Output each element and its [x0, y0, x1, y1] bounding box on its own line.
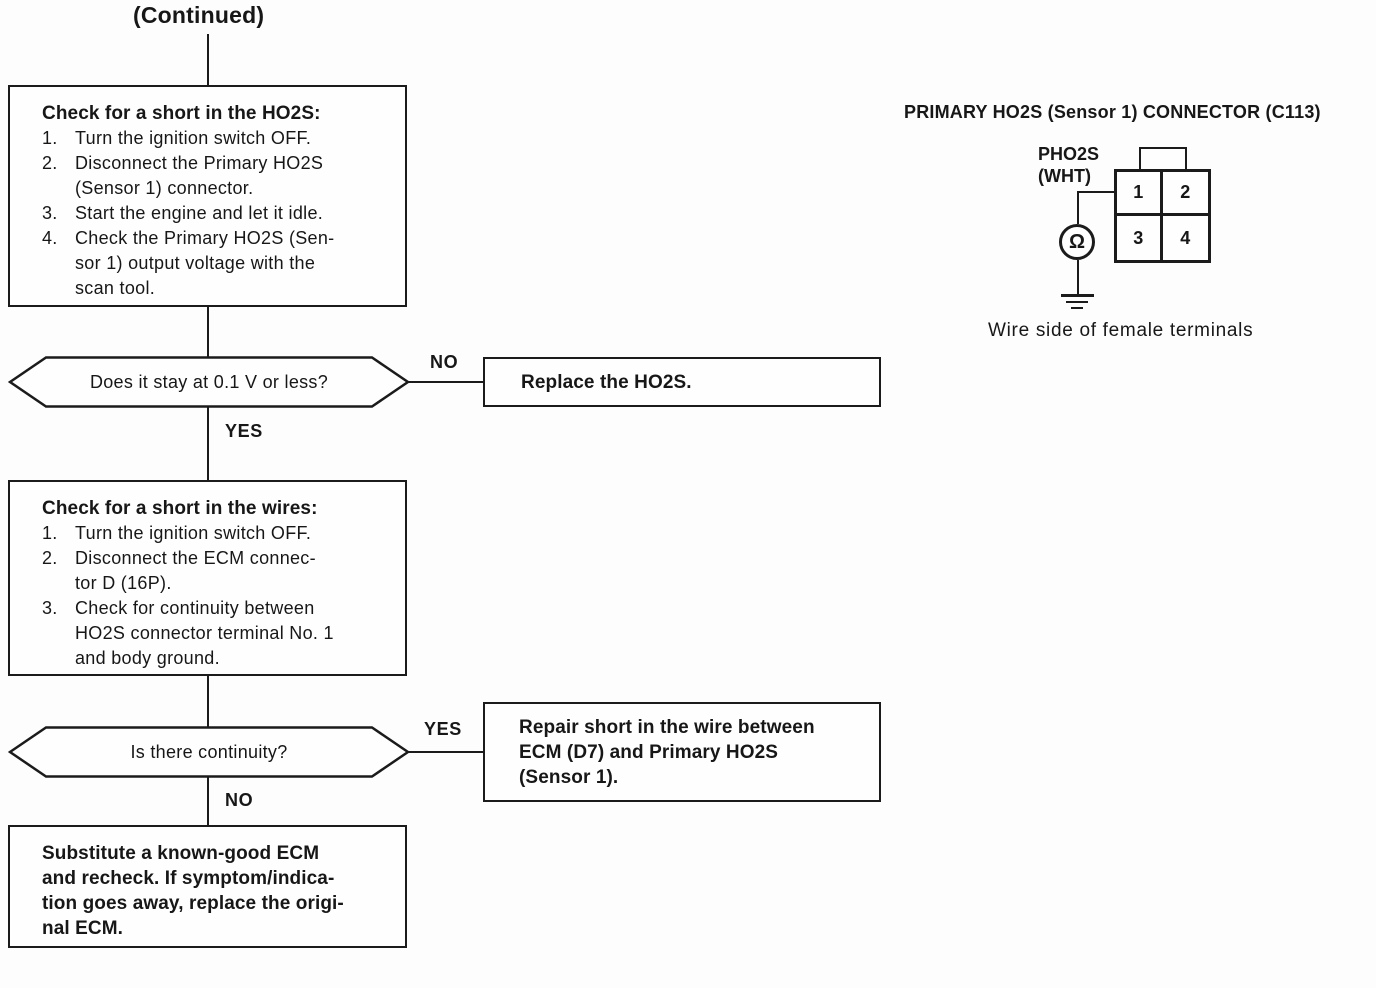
- list-item: 2. Disconnect the ECM connec- tor D (16P…: [42, 548, 316, 593]
- terminal-cell-4: 4: [1180, 227, 1191, 248]
- hexagon-shape: [8, 356, 410, 408]
- flow-line-box1-to-decision1: [207, 307, 209, 357]
- flow-line-yes-branch: [408, 751, 483, 753]
- list-item: 4. Check the Primary HO2S (Sen- sor 1) o…: [42, 228, 335, 298]
- decision-voltage-question: Does it stay at 0.1 V or less?: [89, 371, 329, 392]
- connector-caption: Wire side of female terminals: [988, 320, 1254, 341]
- flow-line-no-branch: [408, 381, 483, 383]
- hexagon-shape: [8, 726, 410, 778]
- probe-wire-vertical-top: [1077, 191, 1079, 224]
- page-title: (Continued): [133, 2, 265, 28]
- branch-label-no-1: NO: [430, 352, 459, 372]
- branch-label-yes-1: YES: [225, 421, 263, 441]
- substitute-ecm-box: Substitute a known-good ECM and recheck.…: [8, 825, 407, 948]
- check-ho2s-box: Check for a short in the HO2S: 1. Turn t…: [8, 85, 407, 307]
- flow-line-box2-to-decision2: [207, 675, 209, 727]
- check-ho2s-heading: Check for a short in the HO2S:: [42, 103, 321, 124]
- repair-wire-box: Repair short in the wire between ECM (D7…: [483, 702, 881, 802]
- replace-ho2s-box: Replace the HO2S.: [483, 357, 881, 407]
- probe-wire-vertical-bottom: [1077, 260, 1079, 294]
- terminal-cell-1: 1: [1117, 172, 1163, 216]
- list-item: 1. Turn the ignition switch OFF.: [42, 523, 312, 543]
- probe-wire-horizontal: [1078, 191, 1114, 193]
- decision-continuity-question: Is there continuity?: [130, 741, 288, 762]
- decision-voltage: Does it stay at 0.1 V or less?: [8, 356, 410, 408]
- list-item: 1. Turn the ignition switch OFF.: [42, 128, 312, 148]
- list-item: 3. Check for continuity between HO2S con…: [42, 598, 334, 668]
- check-wires-box: Check for a short in the wires: 1. Turn …: [8, 480, 407, 676]
- branch-label-yes-2: YES: [424, 719, 462, 739]
- terminal-cell-3: 3: [1117, 216, 1163, 260]
- list-item: 3. Start the engine and let it idle.: [42, 203, 324, 223]
- decision-continuity: Is there continuity?: [8, 726, 410, 778]
- terminal-cell-2: 2: [1162, 172, 1208, 216]
- check-wires-heading: Check for a short in the wires:: [42, 498, 318, 519]
- flow-line-decision2-to-box3: [207, 777, 209, 825]
- connector-box: 1 2 3 4: [1114, 169, 1211, 263]
- branch-label-no-2: NO: [225, 790, 254, 810]
- list-item: 2. Disconnect the Primary HO2S (Sensor 1…: [42, 153, 324, 198]
- wire-label-pho2s: PHO2S (WHT): [1038, 144, 1100, 186]
- flow-line-decision1-to-box2: [207, 407, 209, 480]
- flow-line-title-to-box1: [207, 34, 209, 85]
- connector-title: PRIMARY HO2S (Sensor 1) CONNECTOR (C113): [904, 102, 1321, 122]
- ohmmeter-icon: Ω: [1059, 224, 1095, 260]
